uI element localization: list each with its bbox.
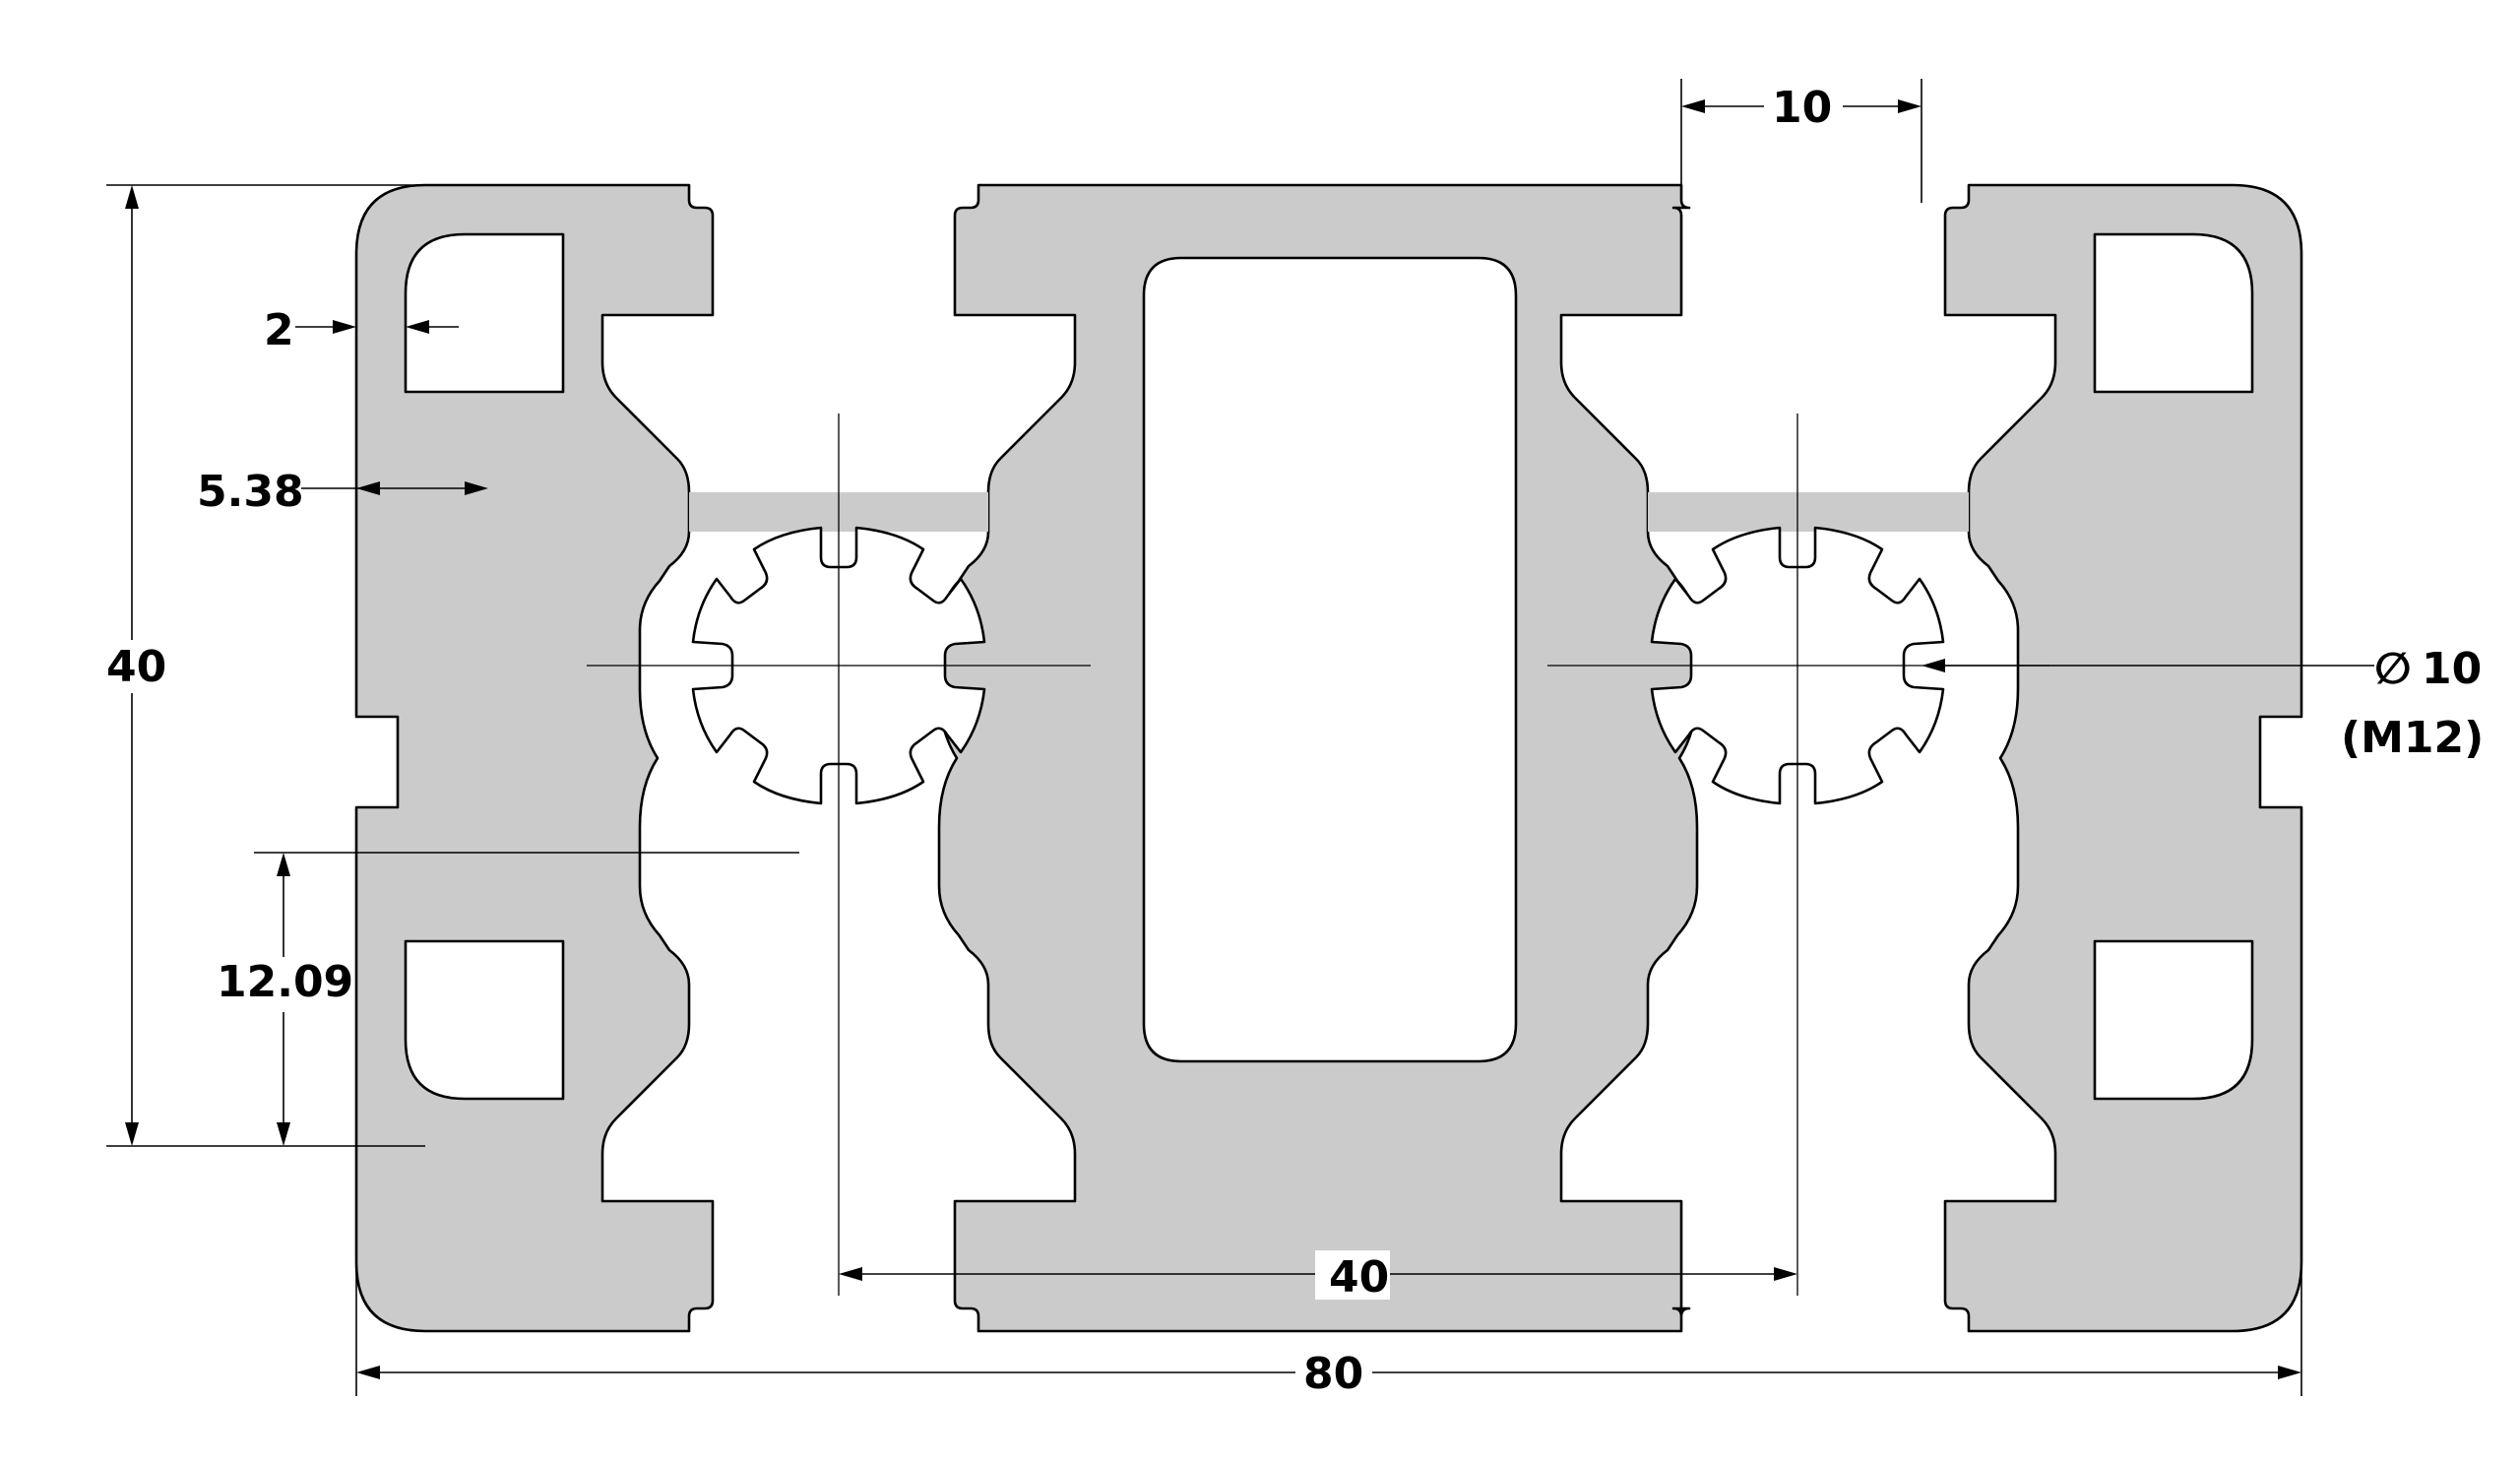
web-bridge-right <box>1648 492 1969 532</box>
label-lip-depth: 5.38 <box>197 467 304 517</box>
pocket-bottom-right <box>2093 939 2254 1101</box>
label-bore-diameter: 10 <box>2422 644 2482 694</box>
label-slot-width: 10 <box>1772 83 1832 133</box>
dim-bore-diameter <box>1922 659 2374 672</box>
pocket-top-left <box>404 232 565 394</box>
pocket-bottom-left <box>404 939 565 1101</box>
label-overall-height: 40 <box>106 642 166 692</box>
label-bore-thread: (M12) <box>2341 713 2484 763</box>
label-slot-depth: 12.09 <box>217 957 353 1007</box>
dim-lip-depth <box>301 481 488 495</box>
label-bore-diameter-symbol: ∅ <box>2374 644 2412 694</box>
label-overall-width: 80 <box>1303 1349 1363 1399</box>
dim-wall-thickness <box>295 320 459 334</box>
center-cavity <box>1142 256 1518 1063</box>
label-wall-thickness: 2 <box>264 305 294 355</box>
label-center-spacing: 40 <box>1329 1252 1389 1303</box>
pocket-top-right <box>2093 232 2254 394</box>
